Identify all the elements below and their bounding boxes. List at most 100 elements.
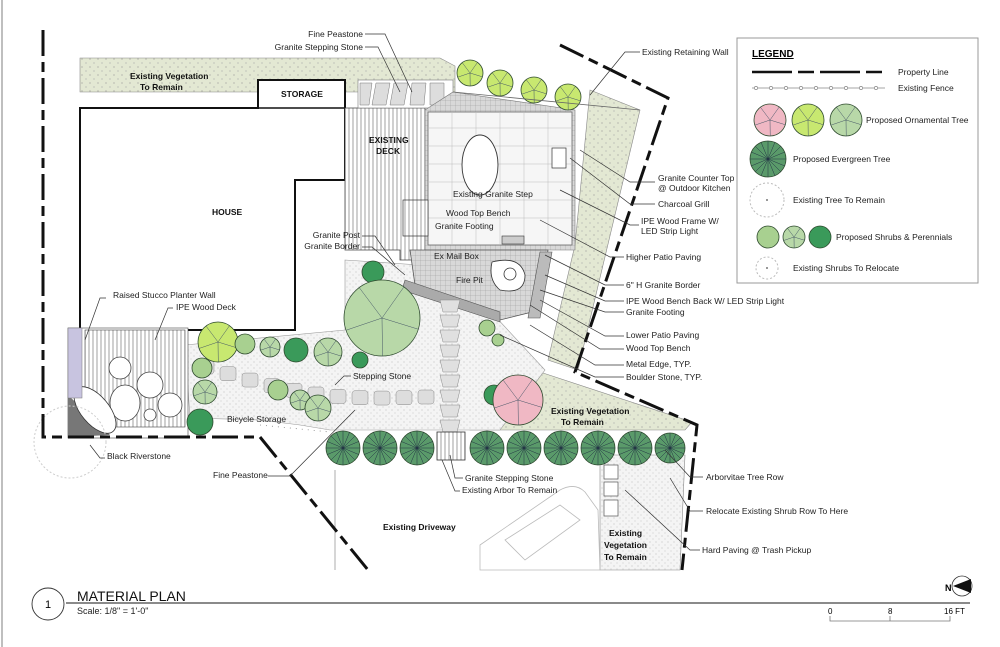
callout-granite-footing-right: Granite Footing xyxy=(626,307,685,317)
tree-branch xyxy=(499,72,508,84)
scale-tick-0: 0 xyxy=(828,607,833,616)
tree-branch xyxy=(336,447,344,464)
callout-granite-stepping-top: Granite Stepping Stone xyxy=(275,42,364,52)
boulder-stones-deck xyxy=(108,356,183,422)
fence-post xyxy=(829,86,833,90)
granite-stepping-stone xyxy=(439,299,461,313)
tree-branch xyxy=(807,106,818,121)
tree-branch xyxy=(469,62,478,74)
callout-fine-peastone-top: Fine Peastone xyxy=(308,29,363,39)
fence-post xyxy=(799,86,803,90)
tree-branch xyxy=(319,340,329,353)
drawing-number-circle xyxy=(31,587,65,621)
property-line-left xyxy=(41,30,370,571)
legend-relocate-shrub-symbol xyxy=(755,256,779,280)
callout-retaining-wall: Existing Retaining Wall xyxy=(642,47,729,57)
legend-existing-tree-symbol xyxy=(749,182,785,218)
tree-branch xyxy=(327,447,344,455)
tree-branch xyxy=(793,236,805,241)
veg-bottom-label-2: Vegetation xyxy=(604,540,647,550)
callout-stucco-wall: Raised Stucco Planter Wall xyxy=(113,290,216,300)
tree-branch xyxy=(314,351,329,357)
tree-branch xyxy=(830,119,847,126)
tree-branch xyxy=(591,447,599,464)
stepping-stone xyxy=(417,389,435,405)
tree-branch xyxy=(533,89,547,95)
tree-branch xyxy=(486,441,503,449)
tree-branch xyxy=(480,432,488,449)
tree-branch xyxy=(494,399,519,409)
tree-branch xyxy=(783,236,795,241)
tree-branch xyxy=(760,142,769,160)
tree-branch xyxy=(359,287,383,319)
title-block: 1 MATERIAL PLAN Scale: 1/8" = 1'-0" 0 8 … xyxy=(31,575,973,622)
tree-branch xyxy=(567,86,576,98)
tree-branch xyxy=(845,119,862,125)
tree-branch xyxy=(330,435,344,449)
callout-arbor: Existing Arbor To Remain xyxy=(462,485,558,495)
tree-branch xyxy=(197,382,206,393)
granite-stepping-stone xyxy=(439,374,461,388)
tree-branch xyxy=(845,106,856,121)
tree-branch xyxy=(299,391,306,401)
callout-granite-border: Granite Border xyxy=(304,241,360,251)
tree-branch xyxy=(416,447,433,455)
legend-existing-fence: Existing Fence xyxy=(898,83,954,93)
tree-branch xyxy=(317,407,331,413)
tree-branch xyxy=(469,72,483,78)
stepping-stone xyxy=(329,389,347,404)
tree-branch xyxy=(664,447,671,462)
callout-boulder: Boulder Stone, TYP. xyxy=(626,372,702,382)
tree-branch xyxy=(487,82,501,88)
tree-branch xyxy=(474,447,488,461)
tree-branch xyxy=(560,441,577,449)
tree-branch xyxy=(290,399,301,404)
planting xyxy=(186,59,686,466)
tree-branch xyxy=(364,441,381,449)
property-line-right xyxy=(559,43,699,571)
fence-post xyxy=(874,86,878,90)
tree-branch xyxy=(217,341,238,349)
callout-counter-top-1: Granite Counter Top xyxy=(658,173,735,183)
tree-branch xyxy=(669,447,681,459)
tree-branch xyxy=(585,435,599,449)
tree-branch xyxy=(486,447,500,461)
tree-branch xyxy=(622,435,636,449)
tree-branch xyxy=(381,317,419,330)
tree-branch xyxy=(597,432,605,449)
charcoal-grill xyxy=(551,147,567,169)
callout-black-riverstone: Black Riverstone xyxy=(107,451,171,461)
tree-branch xyxy=(471,441,488,449)
legend-relocate-shrubs: Existing Shrubs To Relocate xyxy=(793,263,899,273)
tree-branch xyxy=(669,437,681,449)
granite-stepping-stone xyxy=(439,329,461,343)
drawing-number: 1 xyxy=(45,599,51,611)
tree-branch xyxy=(517,447,525,464)
tree-branch xyxy=(669,434,676,449)
tree-branch xyxy=(410,432,418,449)
tree-branch xyxy=(330,447,344,461)
dining-table xyxy=(461,134,499,196)
granite-stepping-stone xyxy=(439,419,461,433)
legend-existing-tree: Existing Tree To Remain xyxy=(793,195,885,205)
tree-branch xyxy=(767,151,785,160)
tree-branch xyxy=(751,158,769,167)
fence-post xyxy=(844,86,848,90)
tree-branch xyxy=(767,158,781,172)
hard-paving-trash-pickup xyxy=(603,464,619,517)
callout-wood-bench-center: Wood Top Bench xyxy=(446,208,511,218)
callout-hard-paving: Hard Paving @ Trash Pickup xyxy=(702,545,812,555)
existing-arbor xyxy=(436,431,466,461)
house-label: HOUSE xyxy=(212,207,243,217)
tree-branch xyxy=(634,447,651,455)
tree-branch xyxy=(526,79,535,91)
tree-branch xyxy=(597,435,611,449)
tree-branch xyxy=(597,447,605,464)
fence-post xyxy=(754,86,758,90)
granite-stepping-stones-top xyxy=(359,82,445,106)
fence-post xyxy=(814,86,818,90)
tree-branch xyxy=(410,447,418,464)
tree-branch xyxy=(634,447,642,464)
tree-branch xyxy=(310,397,319,409)
shrub-icon xyxy=(491,333,505,347)
